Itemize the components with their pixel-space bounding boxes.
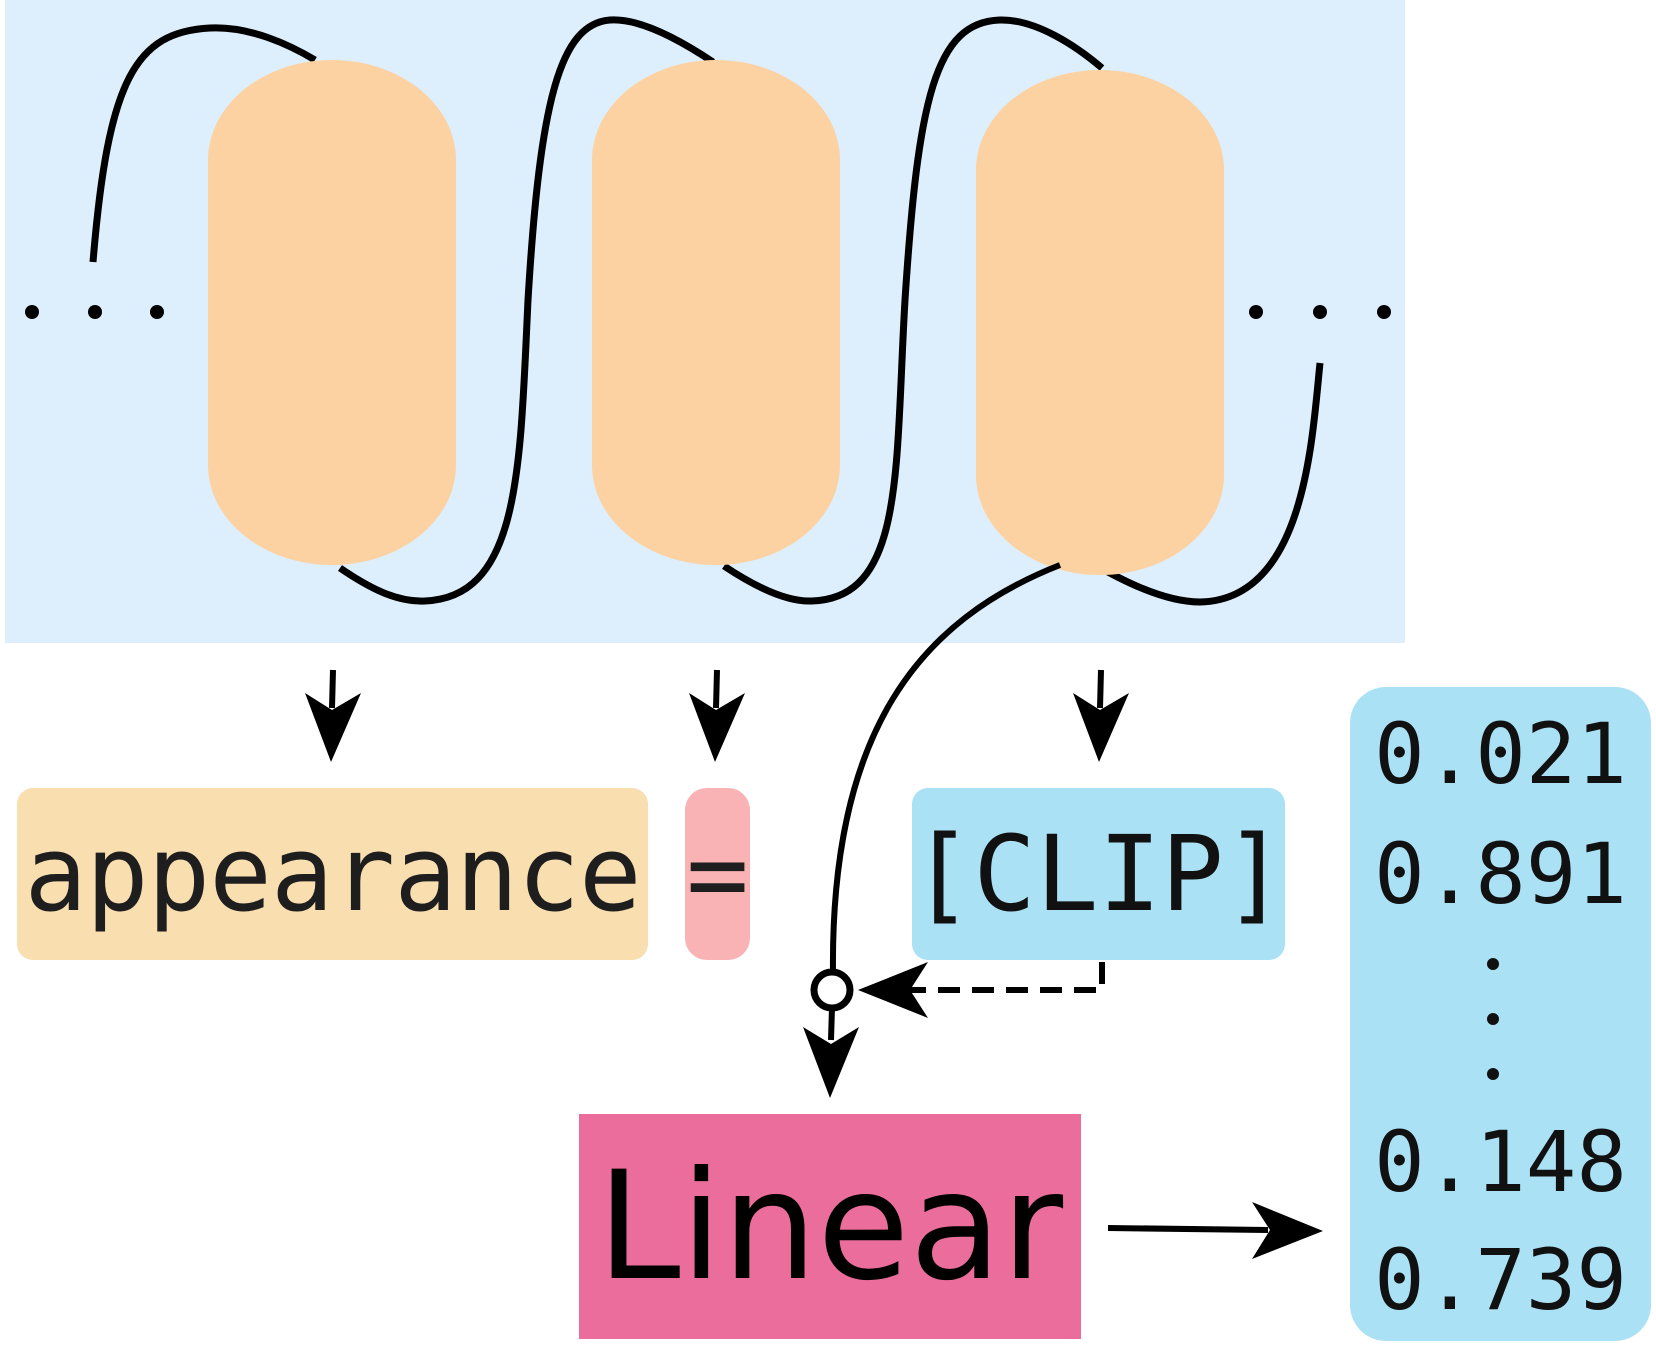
output-value: 0.739 (1374, 1231, 1627, 1329)
arrowhead-clip (1073, 693, 1129, 762)
transformer-block-3 (976, 70, 1224, 575)
token-arrows (305, 669, 1129, 762)
clip-feature-curve (829, 562, 1062, 976)
vertical-ellipsis-dot (1487, 958, 1499, 970)
arrow-to-linear (828, 1007, 835, 1041)
clip-dashed-connector (900, 962, 1105, 993)
ellipsis-left (25, 305, 164, 319)
linear-layer-box: Linear (579, 1114, 1081, 1339)
arrow-to-equals (713, 669, 720, 709)
arrowhead-output (1252, 1202, 1323, 1259)
arrow-to-output (1107, 1225, 1269, 1233)
output-value: 0.148 (1374, 1113, 1627, 1211)
arrowhead-appearance (305, 693, 361, 762)
vertical-ellipsis-dot (1487, 1068, 1499, 1080)
token-clip: [CLIP] (911, 788, 1286, 960)
output-vector-panel (1350, 687, 1651, 1341)
output-value: 0.021 (1374, 705, 1627, 803)
output-value: 0.891 (1374, 825, 1627, 923)
junction-node (810, 968, 854, 1012)
transformer-block-2 (592, 60, 840, 565)
token-appearance: appearance (17, 788, 648, 960)
dashed-arrowhead (858, 962, 928, 1018)
transformer-block-1 (208, 60, 456, 565)
sequence-thread (89, 16, 1324, 606)
arrow-to-appearance (329, 669, 336, 709)
ellipsis-right (1249, 305, 1391, 319)
vertical-ellipsis-dot (1487, 1013, 1499, 1025)
arrowhead-equals (689, 693, 745, 762)
token-equals: = (685, 788, 750, 960)
arrow-to-clip (1097, 669, 1104, 709)
arrowhead-linear (803, 1027, 859, 1098)
